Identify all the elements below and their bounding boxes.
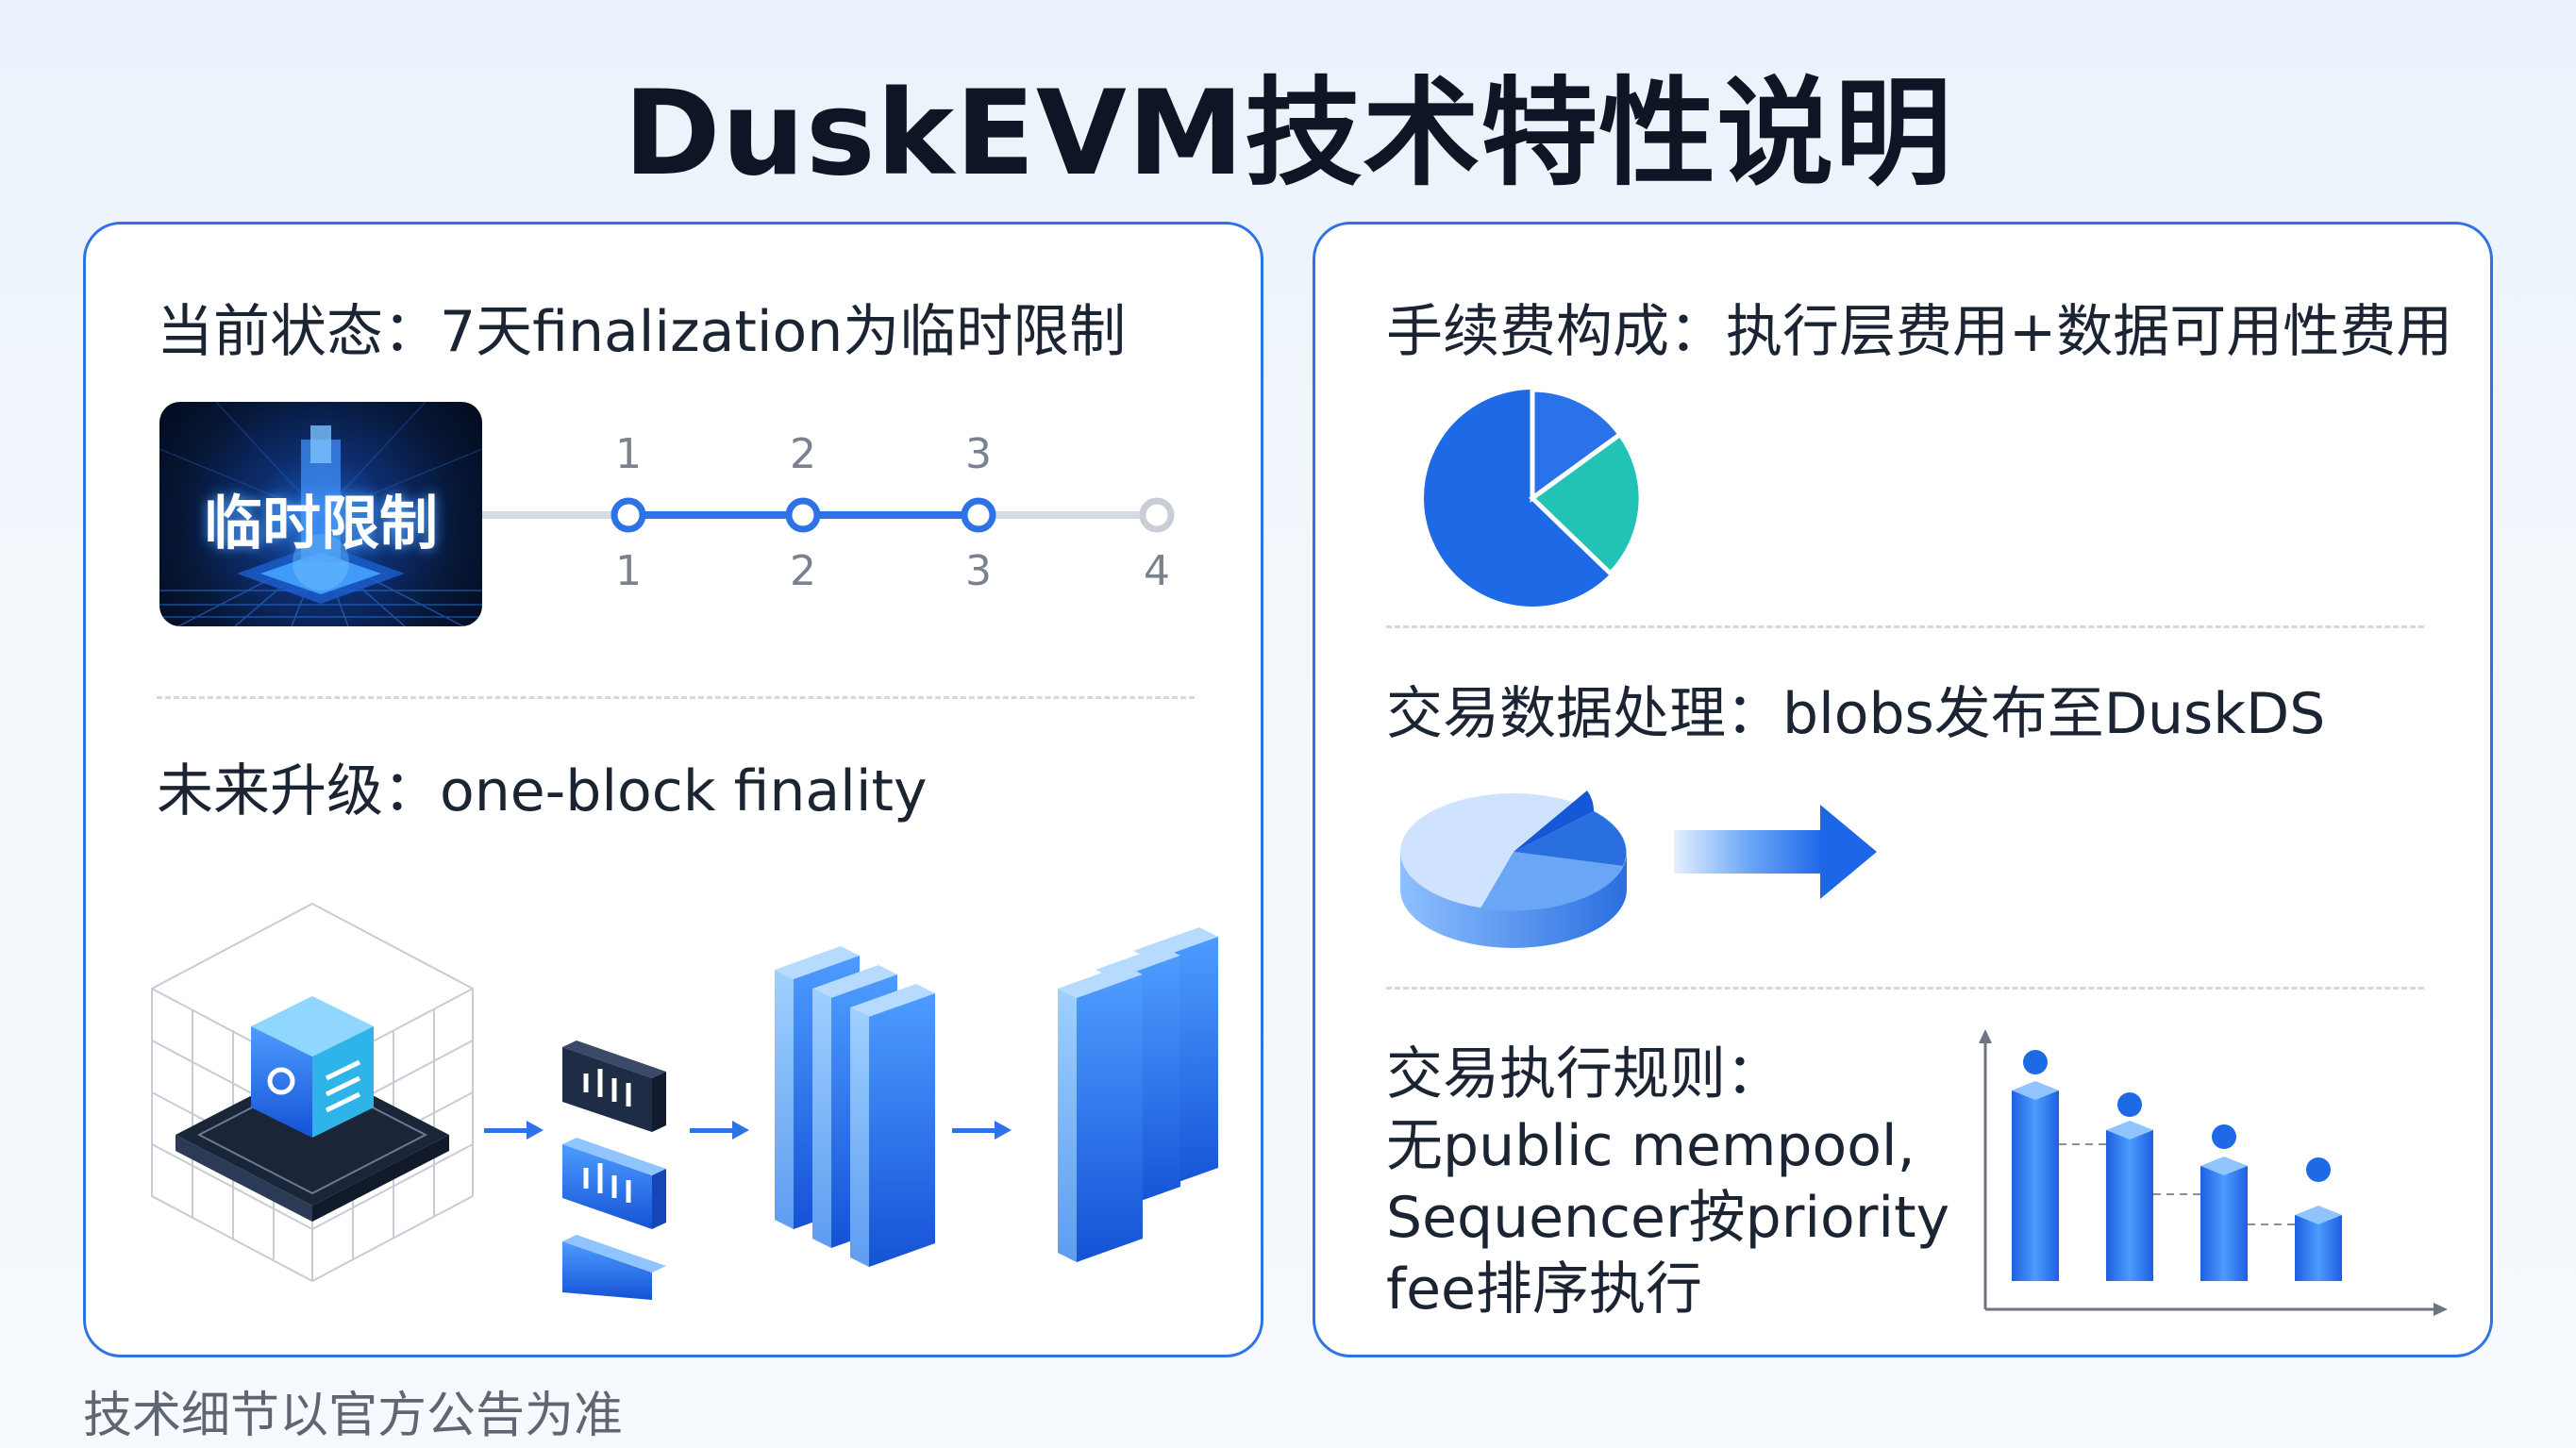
arrow-icon [484,1121,544,1140]
block-stack-icon [775,946,935,1267]
step-bottom-label: 2 [790,547,816,595]
priority-bar [2295,1157,2342,1281]
step-3-node [961,497,996,533]
arrow-right-icon [1674,805,1877,899]
step-top-label: 1 [615,430,642,478]
step-2-node [785,497,821,533]
disclaimer-note: 技术细节以官方公告为准 [83,1388,624,1444]
temp-limit-image: 临时限制 [159,402,482,626]
step-4-node [1139,497,1175,533]
step-bottom-label: 4 [1144,547,1170,595]
step-top-label: 2 [790,430,816,478]
fee-composition-heading: 手续费构成：执行层费用+数据可用性费用 [1386,299,2453,365]
step-1-node [611,497,646,533]
block-flow-illustration [151,902,1218,1300]
step-top-label: 3 [965,430,992,478]
divider [1386,987,2424,990]
execution-rules-title: 交易执行规则： [1386,1041,1782,1107]
block-stack-icon [1058,927,1218,1262]
divider [1386,625,2424,628]
cube-icon [251,996,374,1138]
arrow-icon [690,1121,749,1140]
blob-publish-illustration [1400,791,1877,948]
future-upgrade-heading: 未来升级：one-block finality [157,758,928,824]
divider [157,696,1195,699]
fee-panel: 手续费构成：执行层费用+数据可用性费用 交易数据处理：blobs发布至DuskD… [1313,222,2493,1357]
execution-rules-line: fee排序执行 [1386,1257,1702,1323]
priority-bar-illustration [1979,1029,2448,1316]
priority-bar [2012,1050,2059,1281]
page-title: DuskEVM技术特性说明 [623,66,1953,202]
3d-pie-icon [1400,791,1627,948]
finality-panel: 当前状态：7天finalization为临时限制 临时限制 1 2 3 [83,222,1263,1357]
data-tiles-icon [562,1040,666,1300]
fee-pie-chart [1424,387,1644,607]
step-bottom-label: 1 [615,547,642,595]
priority-bar [2106,1092,2153,1281]
priority-bar [2200,1124,2248,1281]
data-processing-heading: 交易数据处理：blobs发布至DuskDS [1386,681,2326,747]
execution-rules-line: Sequencer按priority [1386,1185,1950,1251]
step-bottom-label: 3 [965,547,992,595]
arrow-icon [952,1121,1012,1140]
execution-rules-line: 无public mempool, [1386,1113,1915,1179]
temp-limit-label: 临时限制 [203,489,438,558]
current-status-heading: 当前状态：7天finalization为临时限制 [157,299,1127,365]
